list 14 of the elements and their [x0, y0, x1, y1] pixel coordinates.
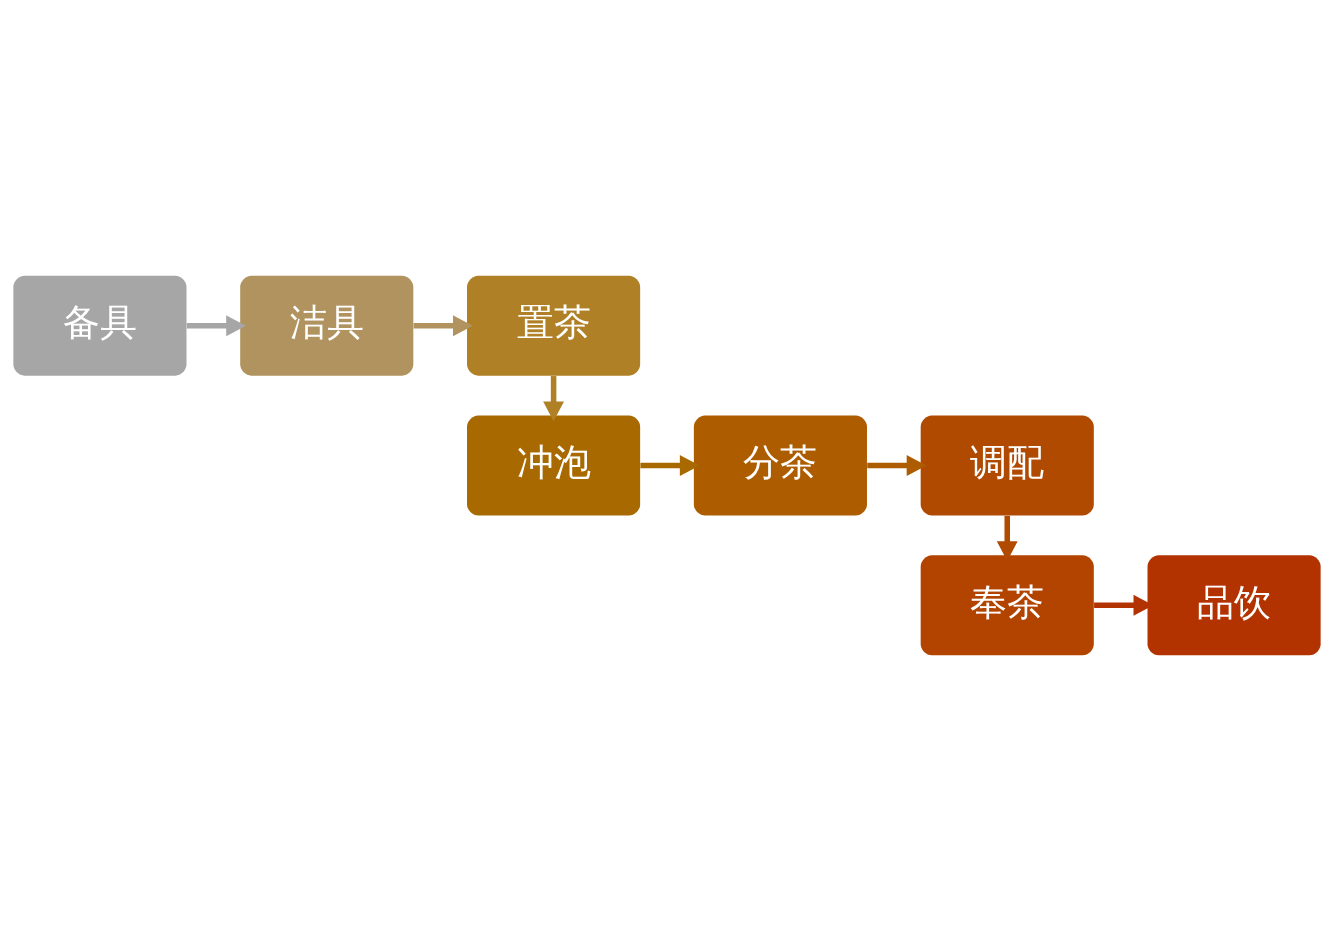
- node-box: 品饮: [1147, 555, 1321, 656]
- arrow: [186, 315, 247, 337]
- arrow: [543, 376, 565, 422]
- arrow: [413, 315, 473, 337]
- node-box: 洁具: [240, 275, 414, 376]
- node-box: 冲泡: [467, 415, 641, 516]
- node-box: 置茶: [467, 275, 641, 376]
- node-box: 分茶: [693, 415, 867, 516]
- arrow: [640, 455, 700, 476]
- arrow: [996, 515, 1018, 562]
- arrow: [867, 455, 927, 476]
- node-box: 奉茶: [920, 555, 1094, 656]
- node-box: 备具: [13, 275, 187, 376]
- node-box: 调配: [920, 415, 1094, 516]
